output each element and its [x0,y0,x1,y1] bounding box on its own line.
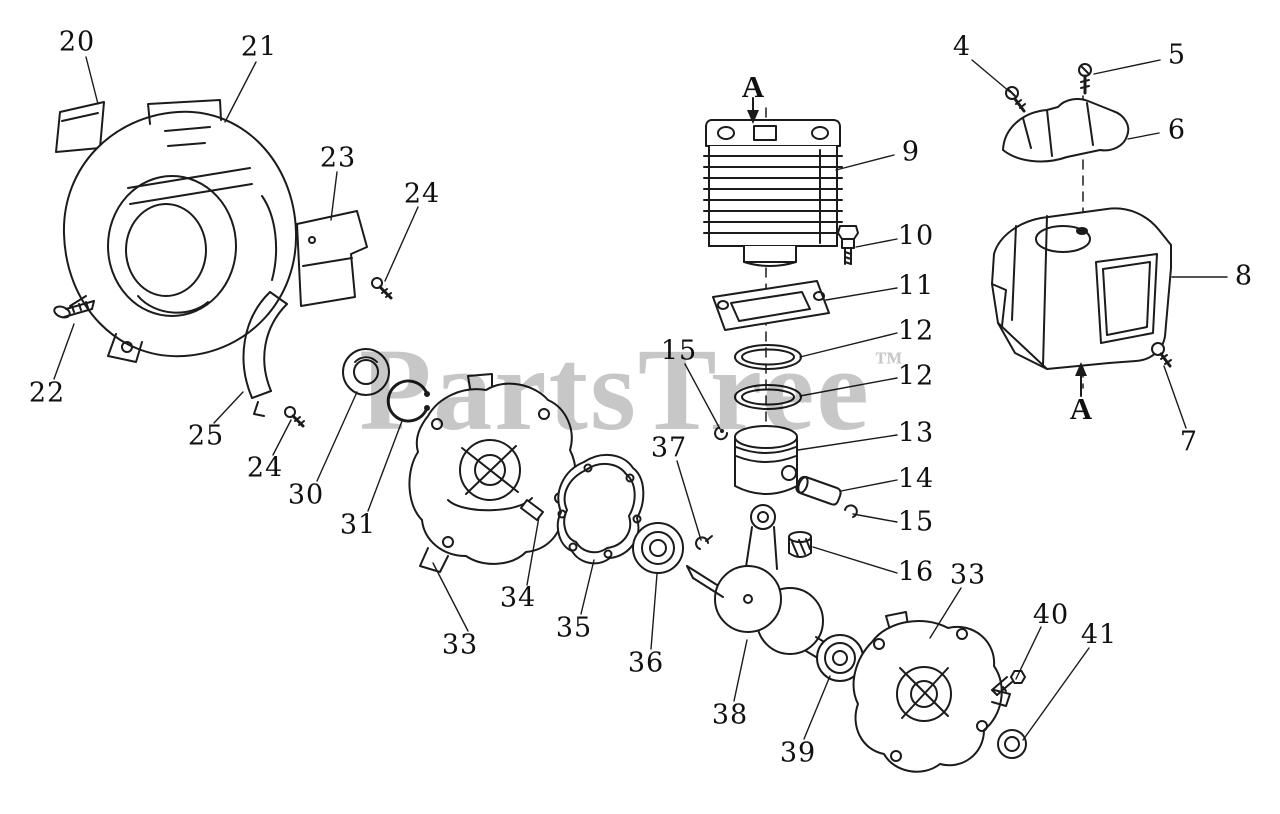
part-40-bolt [991,670,1026,696]
callout-39: 39 [779,737,817,769]
callout-8: 8 [1234,260,1254,292]
callout-6: 6 [1167,114,1187,146]
callout-31: 31 [339,509,377,541]
part-6-air-cleaner-cover [1002,98,1130,163]
callout-9: 9 [901,136,921,168]
part-8-engine-shroud [991,207,1172,370]
part-15-circlip-left [714,427,729,441]
callout-12-lower: 12 [897,360,935,392]
part-9-cylinder [703,119,843,267]
part-11-cylinder-gasket [712,280,830,331]
callout-7: 7 [1179,426,1199,458]
callout-22: 22 [28,377,66,409]
callout-41: 41 [1080,619,1118,651]
callout-38: 38 [711,699,749,731]
callout-24-lower: 24 [246,452,284,484]
part-37-clip [695,535,713,550]
part-16-bushing [788,531,812,558]
part-4-screw [1005,86,1026,113]
part-25-bracket [242,291,288,417]
part-34-pin [520,499,544,521]
part-13-piston [734,425,798,495]
part-24-screw-lower [284,406,305,428]
part-5-screw [1078,63,1092,95]
part-21-fan-housing [62,99,298,363]
callout-14: 14 [897,463,935,495]
part-30-oil-seal [342,348,390,396]
callout-23: 23 [319,142,357,174]
section-a-arrow-bottom [1075,362,1087,397]
callout-37: 37 [650,432,688,464]
callout-15-right: 15 [897,506,935,538]
part-24-screw-upper [371,277,393,300]
callout-36: 36 [627,647,665,679]
part-23-baffle-plate [296,210,368,307]
callout-21: 21 [240,31,278,63]
part-14-piston-pin [795,475,842,506]
callout-10: 10 [897,220,935,252]
part-36-bearing [632,522,684,574]
section-a-arrow-top [747,97,759,124]
callout-20: 20 [58,26,96,58]
callout-35: 35 [555,612,593,644]
callout-33-left: 33 [441,629,479,661]
part-33-crankcase-left [408,373,577,573]
callout-25: 25 [187,420,225,452]
callout-16: 16 [897,556,935,588]
part-22-screw [53,300,95,319]
callout-12-upper: 12 [897,315,935,347]
callout-15-left: 15 [660,335,698,367]
callout-4: 4 [952,31,972,63]
part-20-label-plate [55,101,105,153]
callout-40: 40 [1032,599,1070,631]
part-12-piston-ring-lower [734,384,802,410]
part-10-fitting [837,225,859,265]
part-39-bearing [816,634,864,682]
part-31-snap-ring [386,379,430,423]
callout-33-right: 33 [949,559,987,591]
leader-lines [53,56,1228,741]
callout-11: 11 [897,270,935,302]
part-33-crankcase-right [852,611,1011,773]
callout-34: 34 [499,582,537,614]
callout-5: 5 [1167,39,1187,71]
section-label-a-top: A [741,69,765,104]
part-15-circlip-right [844,504,858,518]
part-7-screw [1151,342,1172,368]
callout-24-upper: 24 [403,178,441,210]
part-41-seal [997,729,1027,759]
part-35-gasket [556,453,645,565]
callout-30: 30 [287,479,325,511]
part-12-piston-ring-upper [734,344,802,370]
section-label-a-bottom: A [1069,391,1093,426]
callout-13: 13 [897,417,935,449]
